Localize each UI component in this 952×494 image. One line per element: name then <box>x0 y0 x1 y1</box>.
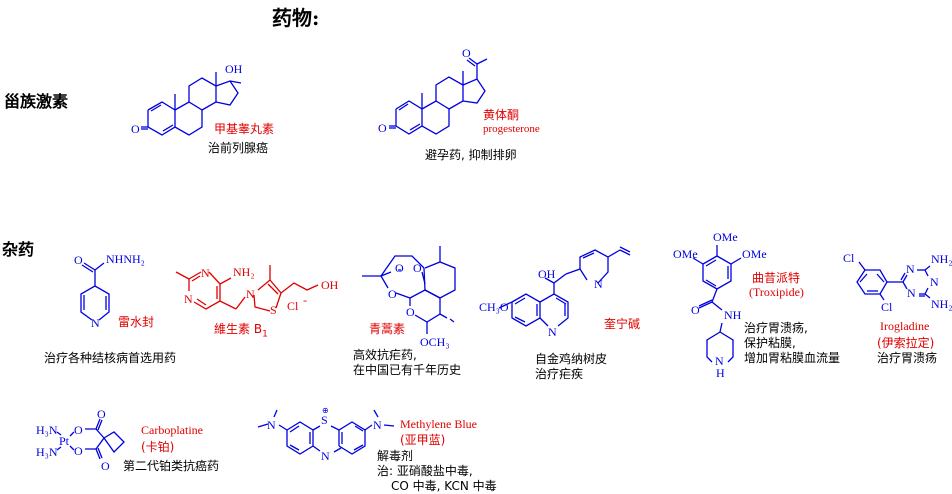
page-title: 药物: <box>272 6 320 30</box>
thiazolium-n-label: N <box>246 287 255 301</box>
quinine-use: 自金鸡纳树皮 治疗疟疾 <box>535 352 607 382</box>
pyridine-n-label: N <box>91 316 100 330</box>
methoxy-label: OCH₃ <box>420 335 450 349</box>
carbonyl-o2-label: O <box>101 459 110 473</box>
methylene-blue-use-line-2: 治: 亚硝酸盐中毒, <box>377 464 473 478</box>
vitamin-b1-name-text: 維生素 B <box>214 322 263 336</box>
hydrazide-label: NHNH₂ <box>106 252 145 266</box>
ammine-1-label: H₃N <box>36 423 58 437</box>
artemisinin-use: 高效抗疟药, 在中国已有千年历史 <box>353 348 461 378</box>
carbonyl-oxygen-label: O <box>691 303 700 317</box>
isoniazid-name: 雷水封 <box>118 315 155 329</box>
quinine-use-line-1: 自金鸡纳树皮 <box>535 352 608 366</box>
chloride-charge-label: - <box>303 293 307 307</box>
dimethylamino-left-n-label: N <box>267 418 276 432</box>
progesterone-name-en: progesterone <box>483 123 540 135</box>
amino-label: NH₂ <box>233 265 255 279</box>
quinuclidine-n-label: N <box>594 277 603 291</box>
quinine-use-line-2: 治疗疟疾 <box>535 367 584 381</box>
ammine-2-label: H₃N <box>36 445 58 459</box>
peroxide-o2-label: O <box>413 261 422 275</box>
methoxy-top-label: OMe <box>713 230 738 244</box>
troxipide-use-line-3: 增加胃粘膜血流量 <box>744 351 841 365</box>
irogladine-name-en: Irogladine <box>880 319 930 333</box>
methylene-blue-name-en: Methylene Blue <box>400 417 477 431</box>
chloro-top-label: Cl <box>843 251 855 265</box>
amide-nh-label: NH <box>724 308 742 322</box>
methylene-blue-name: (亚甲蓝) <box>400 433 446 447</box>
irogladine-name: (伊索拉定) <box>877 336 935 350</box>
artemisinin-use-line-2: 在中国已有千年历史 <box>353 363 462 377</box>
pyrimidine-n1-label: N <box>201 266 210 280</box>
hydroxyl-label: OH <box>538 267 556 281</box>
troxipide-use-line-2: 保护粘膜, <box>744 336 796 350</box>
carboplatin-name-en: Carboplatine <box>141 423 203 437</box>
ketone-oxygen-label: O <box>462 46 471 60</box>
methyltestosterone-name: 甲基睾丸素 <box>214 122 275 136</box>
methoxy-left-label: OMe <box>673 247 698 261</box>
triazine-n2-label: N <box>930 275 939 289</box>
carbonyl-oxygen-label: O <box>74 253 83 267</box>
piperidine-h-label: H <box>716 366 725 380</box>
carboplatin-use: 第二代铂类抗癌药 <box>123 459 220 473</box>
troxipide-name: 曲昔派特 <box>752 271 801 285</box>
methylene-blue-use-line-1: 解毒剂 <box>377 449 414 463</box>
piperidine-n-label: N <box>715 354 724 368</box>
amino-top-label: NH₂ <box>931 252 952 266</box>
lactol-o-label: O <box>406 305 415 319</box>
progesterone-use: 避孕药, 抑制排卵 <box>425 148 517 162</box>
section-misc-drugs: 杂药 <box>2 240 35 259</box>
quinoline-n-label: N <box>548 325 557 339</box>
artemisinin-use-line-1: 高效抗疟药, <box>353 348 417 362</box>
sulfur-label: S <box>270 303 277 317</box>
ester-o1-label: O <box>74 423 83 437</box>
ring-n-label: N <box>321 449 330 463</box>
vitamin-b1-subscript: 1 <box>262 329 268 340</box>
oxygen-label: O <box>378 121 387 135</box>
section-steroid-hormones: 甾族激素 <box>4 92 69 111</box>
progesterone-name: 黄体酮 <box>483 108 520 122</box>
oxygen-label: O <box>131 122 140 136</box>
positive-charge-icon: ⊕ <box>322 406 329 415</box>
vitamin-b1-name: 維生素 B1 <box>214 320 268 339</box>
artemisinin-name: 青蒿素 <box>369 322 406 336</box>
ether-o-label: O <box>388 287 397 301</box>
amino-bottom-label: NH₂ <box>931 297 952 311</box>
chloro-bottom-label: Cl <box>881 300 893 314</box>
carbonyl-o1-label: O <box>97 407 106 421</box>
pyrimidine-n2-label: N <box>184 292 193 306</box>
sulfonium-label: S <box>321 413 328 427</box>
chloride-label: Cl <box>287 299 299 313</box>
methylene-blue-use: 解毒剂 治: 亚硝酸盐中毒, CO 中毒, KCN 中毒 <box>377 449 497 494</box>
troxipide-use-line-1: 治疗胃溃疡, <box>744 321 808 335</box>
methylene-blue-use-line-3: CO 中毒, KCN 中毒 <box>391 479 497 493</box>
methyltestosterone-use: 治前列腺癌 <box>208 141 269 155</box>
carboplatin-name: (卡铂) <box>141 440 175 454</box>
isoniazid-use: 治疗各种结核病首选用药 <box>44 351 177 365</box>
troxipide-use: 治疗胃溃疡, 保护粘膜, 增加胃粘膜血流量 <box>744 321 840 366</box>
oh-label: OH <box>225 62 243 76</box>
quinine-name: 奎宁碱 <box>604 317 641 331</box>
peroxide-o1-label: O <box>395 261 404 275</box>
dimethylamino-right-n-label: N <box>373 418 382 432</box>
ester-o2-label: O <box>74 444 83 458</box>
troxipide-name-en: (Troxipide) <box>749 285 804 299</box>
hydroxyl-label: OH <box>321 278 339 292</box>
triazine-n1-label: N <box>906 262 915 276</box>
methoxy-right-label: OMe <box>742 247 767 261</box>
triazine-n3-label: N <box>907 286 916 300</box>
platinum-label: Pt <box>59 434 70 448</box>
irogladine-use: 治疗胃溃疡 <box>877 351 938 365</box>
methoxy-label: CH₃O <box>479 300 509 314</box>
